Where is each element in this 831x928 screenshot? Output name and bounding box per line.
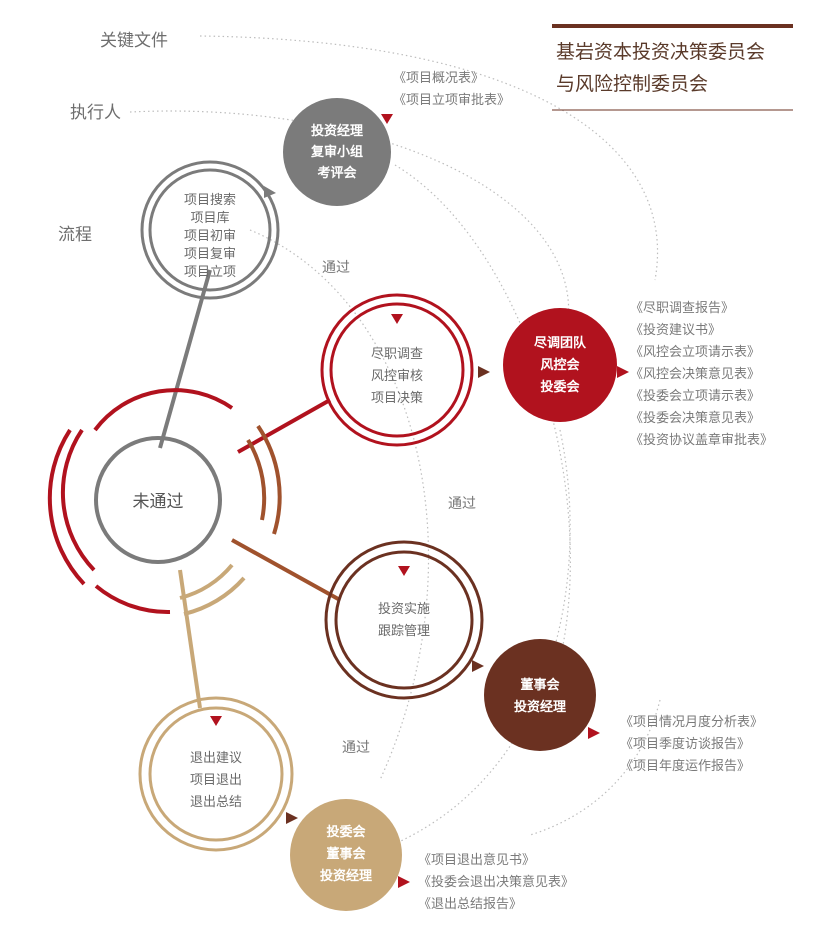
center-label: 未通过 <box>133 492 184 512</box>
title-line-2: 与风险控制委员会 <box>556 73 708 95</box>
triangle-marker-icon <box>286 812 298 824</box>
triangle-marker-icon <box>391 314 403 324</box>
executor-board[interactable]: 董事会 投资经理 <box>484 639 596 751</box>
screening-line: 项目立项 <box>184 265 236 280</box>
review-line: 考评会 <box>317 165 357 181</box>
ring-red-4 <box>94 584 171 615</box>
docs-screening: 《项目概况表》 《项目立项审批表》 <box>393 71 510 108</box>
doc-item: 《投资协议盖章审批表》 <box>630 432 773 448</box>
screening-line: 项目初审 <box>184 229 236 244</box>
orbit-middle <box>394 164 571 661</box>
exit-team-line: 投资经理 <box>320 868 372 884</box>
pass-label: 通过 <box>342 740 370 756</box>
stage-screening[interactable]: 项目搜索 项目库 项目初审 项目复审 项目立项 <box>140 160 280 300</box>
orbit-inner <box>249 229 430 781</box>
doc-item: 《投委会立项请示表》 <box>630 388 760 404</box>
triangle-marker-icon <box>472 660 484 672</box>
exit-line: 退出总结 <box>190 795 242 810</box>
implementation-line: 跟踪管理 <box>378 624 430 639</box>
doc-item: 《投资建议书》 <box>630 322 721 338</box>
triangle-marker-icon <box>588 727 600 739</box>
dd-team-line: 尽调团队 <box>534 336 587 351</box>
triangle-marker-icon <box>398 566 410 576</box>
ring-red-1 <box>93 388 234 432</box>
executor-review[interactable]: 投资经理 复审小组 考评会 <box>283 98 391 206</box>
diligence-line: 尽职调查 <box>371 347 423 362</box>
connector-tan <box>178 569 202 709</box>
dd-team-line: 风控会 <box>540 357 580 373</box>
doc-item: 《退出总结报告》 <box>418 897 522 912</box>
connector-red <box>237 398 331 454</box>
triangle-marker-icon <box>398 876 410 888</box>
exit-line: 退出建议 <box>190 751 242 766</box>
exit-team-line: 投委会 <box>326 824 366 840</box>
exit-team-line: 董事会 <box>326 846 366 862</box>
stage-diligence[interactable]: 尽职调查 风控审核 项目决策 <box>320 293 474 447</box>
doc-item: 《项目年度运作报告》 <box>620 758 750 774</box>
board-line: 投资经理 <box>514 699 566 715</box>
stage-implementation[interactable]: 投资实施 跟踪管理 <box>324 540 484 700</box>
ring-red-3 <box>47 428 86 586</box>
screening-line: 项目复审 <box>184 247 236 262</box>
doc-item: 《风控会决策意见表》 <box>630 366 760 382</box>
dd-team-line: 投委会 <box>540 379 580 395</box>
legend-executor: 执行人 <box>70 103 121 123</box>
pass-label: 通过 <box>448 496 476 512</box>
stage-exit[interactable]: 退出建议 项目退出 退出总结 <box>138 696 294 852</box>
center-rings <box>47 388 282 616</box>
diligence-line: 风控审核 <box>371 369 423 384</box>
triangle-marker-icon <box>478 366 490 378</box>
board-line: 董事会 <box>520 677 560 693</box>
connectors <box>158 269 341 709</box>
pass-label: 通过 <box>322 260 350 276</box>
screening-line: 项目搜索 <box>184 193 236 208</box>
ring-tan-2 <box>183 576 246 616</box>
triangle-marker-icon <box>210 716 222 726</box>
doc-item: 《投委会退出决策意见表》 <box>418 874 574 890</box>
implementation-line: 投资实施 <box>378 601 430 617</box>
doc-item: 《项目季度访谈报告》 <box>620 736 750 752</box>
doc-item: 《项目退出意见书》 <box>418 852 535 868</box>
diligence-line: 项目决策 <box>371 390 423 406</box>
screening-line: 项目库 <box>190 210 229 226</box>
ring-copper-1 <box>246 438 267 521</box>
legend-key-files: 关键文件 <box>100 31 168 51</box>
docs-exit: 《项目退出意见书》 《投委会退出决策意见表》 《退出总结报告》 <box>418 852 574 912</box>
review-line: 投资经理 <box>311 123 363 139</box>
docs-diligence: 《尽职调查报告》 《投资建议书》 《风控会立项请示表》 《风控会决策意见表》 《… <box>630 301 773 448</box>
triangle-marker-icon <box>264 186 276 198</box>
orbit-lower-right <box>529 699 661 836</box>
executor-dd-team[interactable]: 尽调团队 风控会 投委会 <box>503 308 617 422</box>
connector-copper <box>231 538 341 602</box>
doc-item: 《项目立项审批表》 <box>393 93 510 108</box>
docs-implementation: 《项目情况月度分析表》 《项目季度访谈报告》 《项目年度运作报告》 <box>620 714 763 774</box>
center-circle[interactable] <box>94 436 222 564</box>
ring-red-2 <box>60 428 96 572</box>
doc-item: 《项目概况表》 <box>393 71 484 86</box>
doc-item: 《尽职调查报告》 <box>630 301 734 316</box>
doc-item: 《投委会决策意见表》 <box>630 410 760 426</box>
title-line-1: 基岩资本投资决策委员会 <box>556 41 765 63</box>
exit-line: 项目退出 <box>190 773 242 788</box>
triangle-marker-icon <box>617 366 629 378</box>
doc-item: 《风控会立项请示表》 <box>630 345 760 360</box>
legend-process: 流程 <box>58 225 92 245</box>
review-line: 复审小组 <box>310 144 363 160</box>
executor-exit-team[interactable]: 投委会 董事会 投资经理 <box>290 799 402 911</box>
ring-copper-2 <box>256 424 282 535</box>
triangle-marker-icon <box>381 114 393 124</box>
connector-gray <box>158 269 212 449</box>
ring-tan-1 <box>179 563 234 600</box>
doc-item: 《项目情况月度分析表》 <box>620 714 763 730</box>
